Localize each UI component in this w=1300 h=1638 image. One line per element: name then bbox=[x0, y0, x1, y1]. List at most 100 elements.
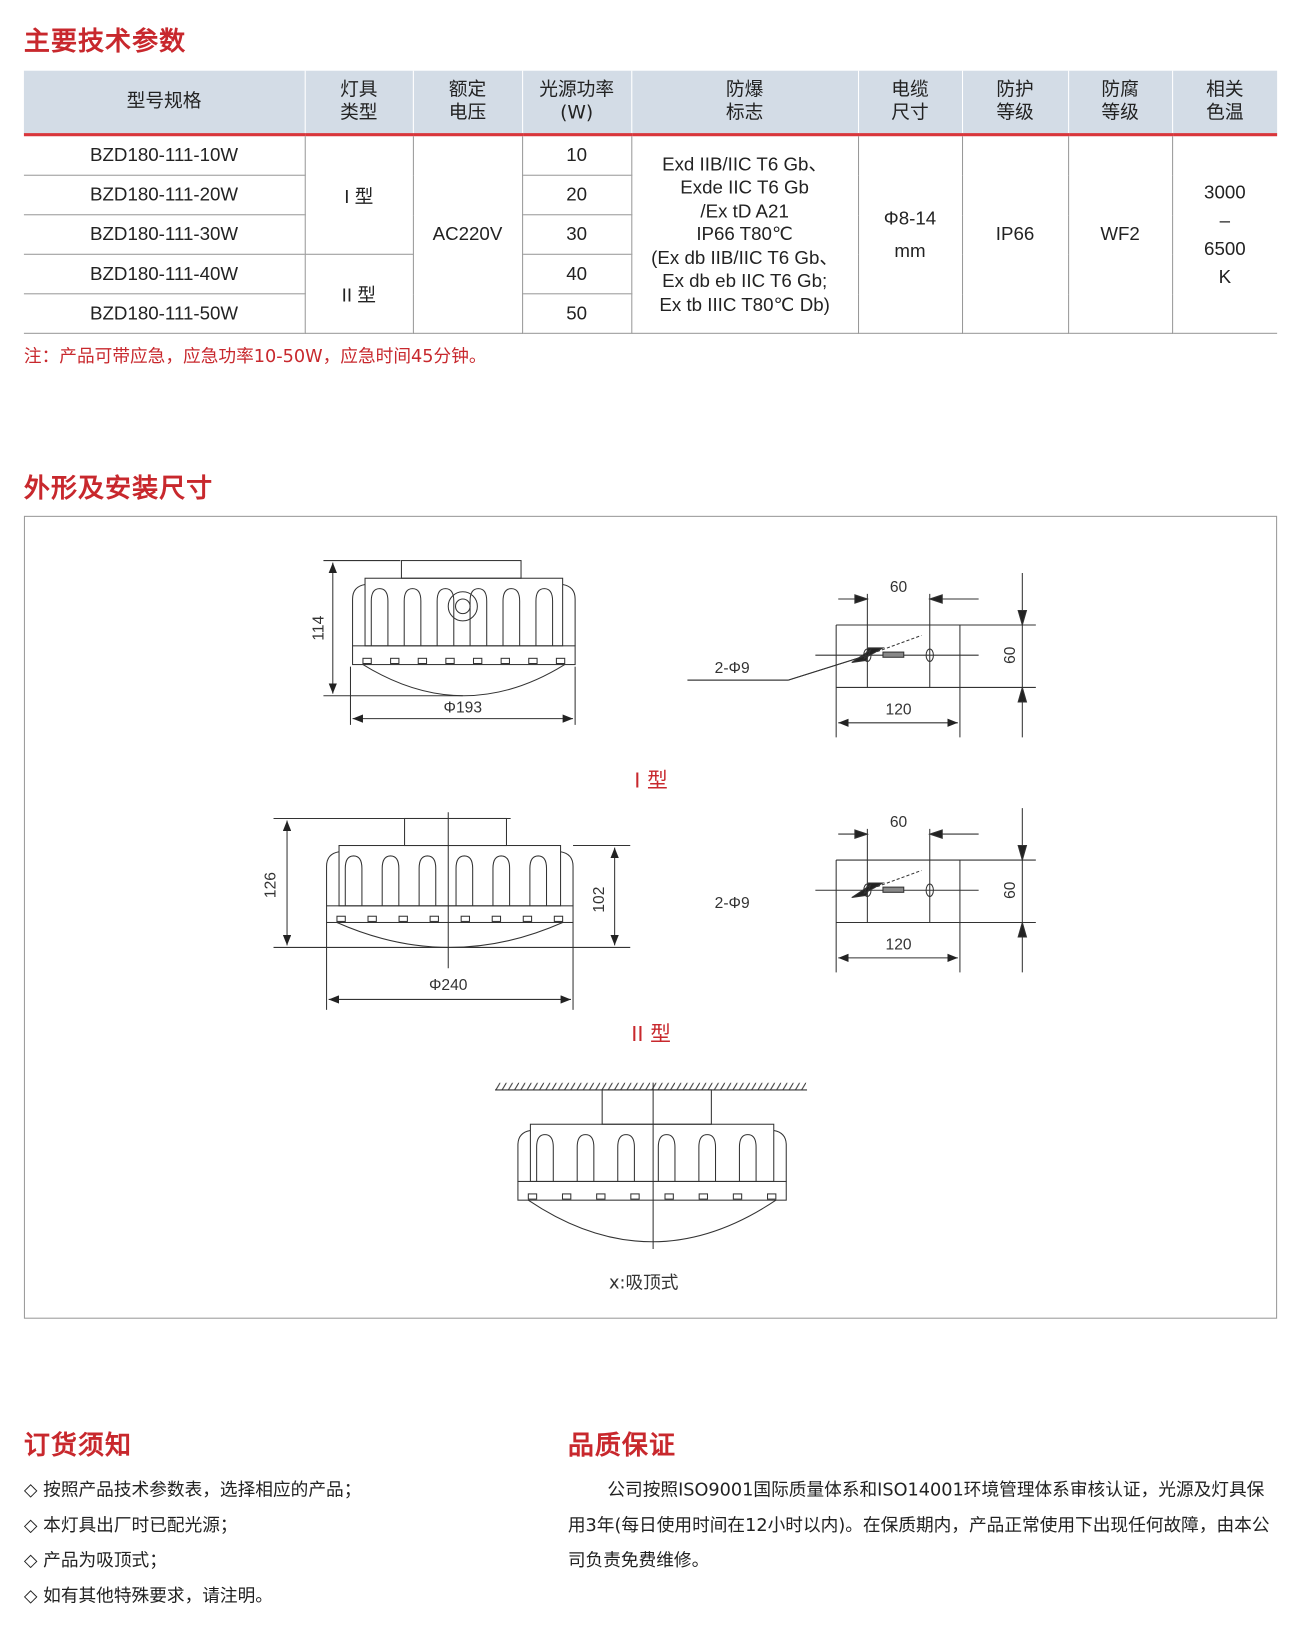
type1-luminaire-cap bbox=[400, 560, 522, 579]
type2-luminaire-clip bbox=[491, 915, 502, 922]
type2-body-height-label: 102 bbox=[591, 887, 608, 913]
power-cell: 30 bbox=[521, 214, 632, 255]
type2-luminaire-body bbox=[338, 844, 562, 907]
col-header: 光源功率 (W) bbox=[521, 70, 632, 137]
type2-luminaire-fin bbox=[455, 855, 474, 906]
spec-table: 型号规格 灯具 类型 额定 电压 光源功率 (W) 防爆 标志 电缆 尺寸 防护… bbox=[23, 70, 1278, 334]
ex-marks-cell: Exd IIB/IIC T6 Gb、Exde IIC T6 Gb/Ex tD A… bbox=[630, 134, 859, 334]
model-cell: BZD180-111-50W bbox=[23, 293, 306, 334]
col-header: 防腐 等级 bbox=[1067, 70, 1173, 137]
section-title-dimensions: 外形及安装尺寸 bbox=[23, 473, 214, 504]
type1-luminaire-fin bbox=[403, 588, 422, 646]
ceiling-luminaire-fin bbox=[536, 1134, 554, 1182]
anticorrosion-cell: WF2 bbox=[1067, 134, 1173, 334]
mount-slot bbox=[882, 886, 905, 893]
quality-paragraph: 公司按照ISO9001国际质量体系和ISO14001环境管理体系审核认证，光源及… bbox=[567, 1479, 1270, 1572]
type1-luminaire-dome bbox=[362, 664, 565, 697]
type1-luminaire-fin bbox=[502, 588, 521, 646]
type1-luminaire-clip bbox=[445, 657, 455, 665]
ceiling-luminaire-clip bbox=[596, 1193, 606, 1200]
ceiling-luminaire-body bbox=[529, 1123, 775, 1182]
type2-diameter-label: Φ240 bbox=[429, 977, 468, 994]
type1-luminaire-clip bbox=[555, 657, 566, 665]
power-cell: 20 bbox=[521, 174, 632, 216]
type2-label: II 型 bbox=[631, 1022, 671, 1046]
list-item: ◇ 产品为吸顶式； bbox=[23, 1550, 167, 1572]
ceiling-hatch bbox=[495, 1082, 808, 1090]
type1-diameter-label: Φ193 bbox=[444, 699, 482, 716]
ceiling-luminaire-clip bbox=[766, 1193, 777, 1200]
section-title-specs: 主要技术参数 bbox=[23, 26, 187, 57]
type2-luminaire-fin bbox=[344, 855, 363, 906]
ceiling-mount-label: x:吸顶式 bbox=[609, 1273, 679, 1294]
type1-luminaire-clip bbox=[362, 657, 372, 665]
ceiling-luminaire-flange bbox=[517, 1180, 787, 1201]
type2-luminaire-clip bbox=[336, 915, 346, 922]
table-row: BZD180-111-10W I 型 AC220V 10 Exd IIB/IIC… bbox=[23, 134, 1278, 334]
type2-luminaire-dome bbox=[336, 922, 563, 948]
section-title-ordering: 订货须知 bbox=[23, 1430, 133, 1461]
type-cell: I 型 bbox=[304, 134, 414, 255]
type2-luminaire-clip bbox=[367, 915, 377, 922]
type2-luminaire-cap bbox=[404, 817, 507, 847]
ceiling-luminaire-side bbox=[517, 1129, 787, 1182]
model-cell: BZD180-111-10W bbox=[23, 134, 306, 176]
ceiling-luminaire-clip bbox=[561, 1193, 572, 1200]
table-row: BZD180-111-40W II 型 40 bbox=[23, 253, 1277, 334]
power-cell: 50 bbox=[521, 293, 632, 334]
list-item: ◇ 如有其他特殊要求，请注明。 bbox=[23, 1586, 273, 1607]
list-item: ◇ 本灯具出厂时已配光源； bbox=[23, 1515, 238, 1537]
ceiling-luminaire-fin bbox=[698, 1134, 717, 1182]
type1-luminaire-fin bbox=[370, 588, 389, 646]
mount-spacing-label: 60 bbox=[890, 814, 908, 831]
mount-leader-dash bbox=[867, 869, 922, 891]
type1-luminaire-clip bbox=[417, 657, 428, 665]
dimension-drawings: 114 Φ193 I 型 126 102 Φ240 II 型 60 120 60… bbox=[263, 560, 1036, 1294]
type2-luminaire-clip bbox=[460, 915, 471, 922]
table-row: BZD180-111-30W 30 bbox=[23, 214, 1277, 255]
col-header: 额定 电压 bbox=[412, 70, 523, 137]
arrowhead bbox=[1017, 609, 1028, 703]
ceiling-luminaire-clip bbox=[630, 1193, 640, 1200]
type1-height-label: 114 bbox=[310, 615, 327, 640]
ceiling-luminaire-clip bbox=[732, 1193, 743, 1200]
type2-luminaire-clip bbox=[522, 915, 533, 922]
mount-width-label: 120 bbox=[886, 701, 912, 718]
type1-luminaire-clip bbox=[500, 657, 510, 665]
type1-luminaire-clip bbox=[390, 657, 400, 665]
arrowhead bbox=[851, 882, 885, 899]
mount-hole-icon bbox=[925, 883, 934, 897]
ceiling-luminaire-dome bbox=[528, 1199, 777, 1243]
type1-luminaire-fin bbox=[535, 588, 554, 646]
col-header: 电缆 尺寸 bbox=[857, 70, 962, 137]
model-cell: BZD180-111-40W bbox=[23, 253, 306, 295]
type1-luminaire-side bbox=[352, 583, 576, 646]
mount-slot bbox=[882, 651, 905, 658]
type1-luminaire-flange bbox=[352, 645, 576, 666]
type2-luminaire-clip bbox=[553, 915, 564, 922]
mount-depth-label: 60 bbox=[1002, 646, 1019, 664]
col-header: 相关 色温 bbox=[1171, 70, 1278, 137]
ceiling-luminaire-cap bbox=[601, 1089, 712, 1125]
mount-spacing-label: 60 bbox=[890, 579, 908, 596]
type1-luminaire-clip bbox=[472, 657, 483, 665]
arrowhead bbox=[854, 594, 943, 604]
ceiling-luminaire-clip bbox=[664, 1193, 674, 1200]
model-cell: BZD180-111-20W bbox=[23, 174, 306, 216]
ceiling-luminaire-clip bbox=[527, 1193, 538, 1200]
type1-luminaire-clip bbox=[528, 657, 538, 665]
type1-luminaire-fin bbox=[436, 588, 455, 646]
arrowhead bbox=[854, 829, 943, 839]
ceiling-luminaire-fin bbox=[738, 1134, 757, 1182]
type1-luminaire-fin bbox=[469, 588, 488, 646]
ordering-list: ◇ 按照产品技术参数表，选择相应的产品； ◇ 本灯具出厂时已配光源； ◇ 产品为… bbox=[24, 1473, 361, 1614]
type2-luminaire-flange bbox=[326, 905, 574, 923]
type2-luminaire-fin bbox=[418, 855, 437, 906]
table-header-row: 型号规格 灯具 类型 额定 电压 光源功率 (W) 防爆 标志 电缆 尺寸 防护… bbox=[23, 70, 1278, 137]
mount-holes-leader bbox=[687, 654, 868, 681]
ceiling-luminaire-clip bbox=[698, 1193, 709, 1200]
mount-holes-label: 2-Φ9 bbox=[715, 660, 750, 677]
ip-cell: IP66 bbox=[961, 134, 1069, 334]
